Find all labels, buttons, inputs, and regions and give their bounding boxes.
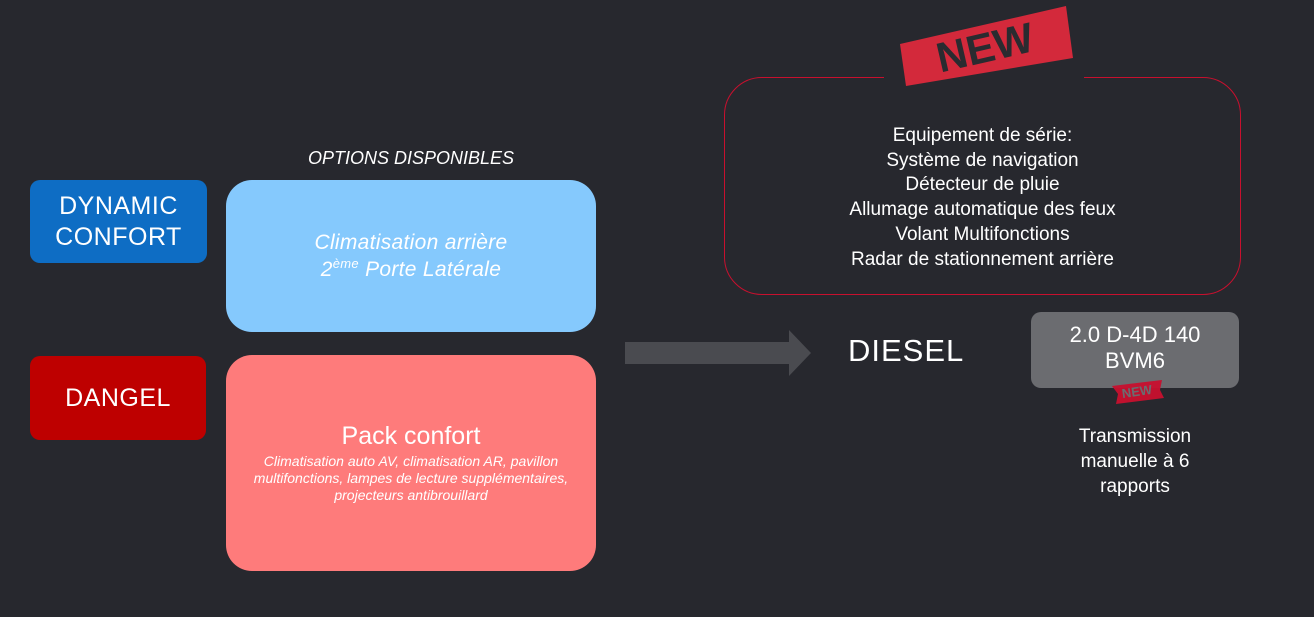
standard-equipment-item: Radar de stationnement arrière	[851, 248, 1114, 270]
pack-description: Climatisation auto AV, climatisation AR,…	[253, 453, 569, 503]
trim-dynamic-line1: DYNAMIC	[59, 191, 178, 220]
standard-equipment-item: Allumage automatique des feux	[849, 199, 1116, 221]
new-badge-large: NEW	[884, 6, 1084, 86]
standard-equipment-list: Equipement de série: Système de navigati…	[724, 124, 1241, 272]
fuel-label: DIESEL	[848, 333, 965, 368]
trim-dangel-label: DANGEL	[65, 383, 171, 412]
option-blue-line2-prefix: 2	[320, 258, 333, 281]
option-blue-line2-rest: Porte Latérale	[358, 258, 502, 281]
trim-dynamic-confort: DYNAMIC CONFORT	[30, 180, 207, 263]
trim-dynamic-line2: CONFORT	[55, 222, 182, 251]
new-badge-small-text: NEW	[1121, 382, 1154, 401]
transmission-text: Transmission manuelle à 6 rapports	[1078, 426, 1192, 497]
pack-title: Pack confort	[341, 422, 481, 450]
trim-dangel: DANGEL	[30, 356, 206, 440]
option-box-dangel: Pack confort Climatisation auto AV, clim…	[226, 355, 596, 571]
option-blue-line2: 2ème Porte Latérale	[321, 256, 501, 283]
engine-line2: BVM6	[1105, 348, 1165, 373]
standard-equipment-item: Système de navigation	[886, 149, 1079, 171]
options-heading: OPTIONS DISPONIBLES	[307, 148, 515, 168]
engine-box: 2.0 D-4D 140 BVM6	[1031, 312, 1239, 388]
engine-line1: 2.0 D-4D 140	[1069, 322, 1201, 347]
standard-equipment-title: Equipement de série:	[892, 125, 1073, 146]
arrow-right-icon	[625, 330, 811, 376]
standard-equipment-item: Détecteur de pluie	[905, 174, 1060, 196]
option-blue-line1: Climatisation arrière	[314, 231, 508, 254]
option-box-dynamic: Climatisation arrière 2ème Porte Latéral…	[226, 180, 596, 332]
standard-equipment-item: Volant Multifonctions	[895, 223, 1070, 245]
option-blue-line2-sup: ème	[332, 256, 359, 271]
new-badge-small: NEW	[1112, 380, 1164, 404]
